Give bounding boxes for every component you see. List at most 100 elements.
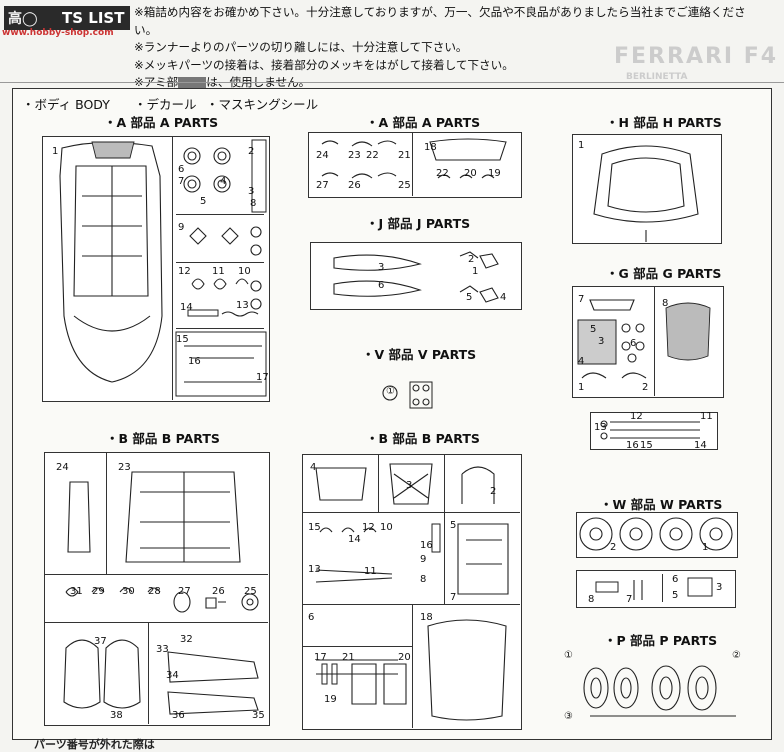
- num-a10: 10: [238, 266, 251, 277]
- num-bm17: 18: [420, 612, 433, 623]
- label-w: ・W 部品 W PARTS: [600, 497, 723, 512]
- num-bm5: 5: [450, 520, 457, 531]
- num-a14: 14: [180, 302, 193, 313]
- runner-h-drawing: [593, 145, 699, 242]
- note-3: ※メッキパーツの接着は、接着部分のメッキをはがして接着して下さい。: [134, 57, 514, 72]
- num-b37: 37: [94, 636, 107, 647]
- num-b23: 23: [118, 462, 131, 473]
- num-a9: 9: [178, 222, 185, 233]
- runner-a-mid-drawing: [321, 132, 507, 196]
- num-bm6: 7: [450, 592, 457, 603]
- num-a2: 2: [248, 146, 255, 157]
- num-a25: 25: [398, 180, 411, 191]
- num-g13: 13: [594, 422, 607, 433]
- num-g11: 11: [700, 411, 713, 422]
- num-a5: 5: [200, 196, 207, 207]
- num-a6: 6: [178, 164, 185, 175]
- label-p: ・P 部品 P PARTS: [604, 633, 718, 648]
- num-b25: 25: [244, 586, 257, 597]
- num-bm11: 11: [364, 566, 377, 577]
- num-bm9: 16: [420, 540, 433, 551]
- num-a18: 18: [424, 142, 437, 153]
- num-w7: 7: [626, 594, 633, 605]
- num-w8: 8: [588, 594, 595, 605]
- num-a23: 23: [348, 150, 361, 161]
- num-bm20: 21: [342, 652, 355, 663]
- label-h: ・H 部品 H PARTS: [606, 115, 722, 130]
- num-bm12: 12: [362, 522, 375, 533]
- num-h1: 1: [578, 140, 585, 151]
- num-b27: 27: [178, 586, 191, 597]
- num-bm10: 10: [380, 522, 393, 533]
- num-g5: 5: [590, 324, 597, 335]
- num-bm4: 4: [310, 462, 317, 473]
- brand-sub-text: BERLINETTA: [626, 72, 688, 82]
- num-a15: 15: [176, 334, 189, 345]
- num-g14: 14: [694, 440, 707, 451]
- runner-j-drawing: [333, 251, 499, 303]
- num-v1: ①: [386, 386, 395, 397]
- num-g7: 7: [578, 294, 585, 305]
- num-bm19: 20: [398, 652, 411, 663]
- label-b-mid: ・B 部品 B PARTS: [366, 431, 480, 446]
- num-b35: 35: [252, 710, 265, 721]
- num-j4: 4: [500, 292, 507, 303]
- label-g: ・G 部品 G PARTS: [606, 266, 722, 281]
- site-logo: 高◯: [8, 11, 38, 27]
- num-g15: 15: [640, 440, 653, 451]
- num-a11: 11: [212, 266, 225, 277]
- num-a19: 19: [488, 168, 501, 179]
- num-w5: 5: [672, 590, 679, 601]
- runner-w-small-drawing: [595, 574, 713, 602]
- parts-list-title: TS LIST: [62, 9, 125, 27]
- num-p3: ③: [564, 711, 573, 722]
- runner-p-drawing: [583, 665, 736, 717]
- runner-a-mid: [308, 132, 522, 198]
- num-w2: 2: [610, 542, 617, 553]
- num-b34: 34: [166, 670, 179, 681]
- note-2: ※ランナーよりのパーツの切り離しには、十分注意して下さい。: [134, 40, 468, 54]
- num-g2: 2: [642, 382, 649, 393]
- num-g1: 1: [578, 382, 585, 393]
- runner-b-mid-drawing: [302, 454, 520, 728]
- num-bm15: 15: [308, 522, 321, 533]
- num-a7: 7: [178, 176, 185, 187]
- label-a-mid: ・A 部品 A PARTS: [366, 115, 481, 130]
- num-a13: 13: [236, 300, 249, 311]
- num-a12: 12: [178, 266, 191, 277]
- num-bm7: 8: [420, 574, 427, 585]
- legend-masking: ・マスキングシール: [206, 97, 319, 112]
- num-a20: 20: [464, 168, 477, 179]
- header-divider: [0, 82, 784, 83]
- num-a16: 16: [188, 356, 201, 367]
- num-bm8: 9: [420, 554, 427, 565]
- runner-j: [310, 242, 522, 310]
- label-b-left: ・B 部品 B PARTS: [106, 431, 220, 446]
- runner-b-left-drawing: [44, 452, 268, 724]
- num-a17: 17: [256, 372, 269, 383]
- brand-background-text: FERRARI F4: [614, 44, 779, 69]
- num-w3: 3: [716, 582, 723, 593]
- label-v: ・V 部品 V PARTS: [362, 347, 477, 362]
- legend-decal: ・デカール: [134, 97, 197, 112]
- num-g16: 16: [626, 440, 639, 451]
- num-a3: 3: [248, 186, 255, 197]
- num-a1: 1: [52, 146, 59, 157]
- runner-g-small: [590, 412, 718, 450]
- num-g3: 3: [598, 336, 605, 347]
- num-bm2: 2: [490, 486, 497, 497]
- runner-w-small: [576, 570, 736, 608]
- num-a21: 21: [398, 150, 411, 161]
- num-j1: 1: [472, 266, 479, 277]
- num-b33: 33: [156, 644, 169, 655]
- num-a8: 8: [250, 198, 257, 209]
- num-p2: ②: [732, 650, 741, 661]
- num-bm21: 17: [314, 652, 327, 663]
- parts-list-tab: 高◯ TS LIST: [4, 6, 130, 30]
- num-b24: 24: [56, 462, 69, 473]
- num-b28: 28: [148, 586, 161, 597]
- num-j6: 6: [378, 280, 385, 291]
- num-bm13: 13: [308, 564, 321, 575]
- label-a-left: ・A 部品 A PARTS: [104, 115, 219, 130]
- num-w1: 1: [702, 542, 709, 553]
